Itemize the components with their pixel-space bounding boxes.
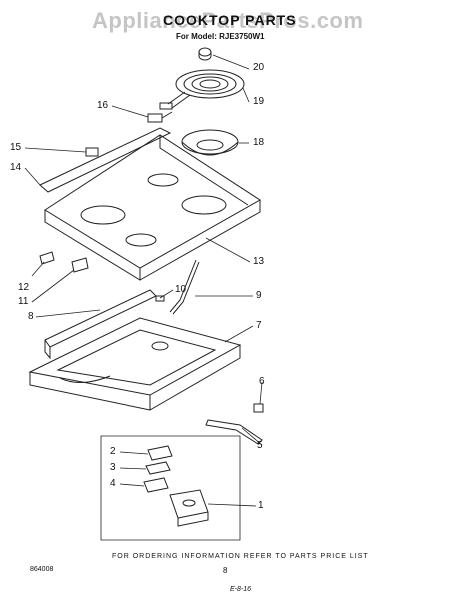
- part-18-drawing: [182, 130, 238, 155]
- part-1-drawing: [170, 490, 208, 526]
- page-number: 8: [223, 566, 228, 575]
- switch-inset-box: [101, 436, 240, 540]
- callout-3: 3: [110, 462, 116, 473]
- part-11-drawing: [72, 258, 88, 272]
- callout-19: 19: [253, 96, 265, 107]
- callout-4: 4: [110, 478, 116, 489]
- part-15-drawing: [86, 148, 98, 156]
- part-5-drawing: [206, 420, 262, 444]
- part-9-drawing: [170, 260, 199, 314]
- callout-1: 1: [258, 500, 264, 511]
- callout-7: 7: [256, 320, 262, 331]
- callout-2: 2: [110, 446, 116, 457]
- leader-lines: [25, 55, 262, 506]
- callout-15: 15: [10, 142, 22, 153]
- callout-9: 9: [256, 290, 262, 301]
- part-6-drawing: [254, 404, 263, 412]
- part-3-drawing: [146, 462, 170, 474]
- part-20-drawing: [199, 48, 211, 60]
- ordering-note: FOR ORDERING INFORMATION REFER TO PARTS …: [112, 553, 369, 560]
- part-19-drawing: [160, 70, 244, 109]
- part-7-drawing: [30, 318, 240, 410]
- part-10-drawing: [156, 296, 164, 301]
- part-4-drawing: [144, 478, 168, 492]
- callout-11: 11: [18, 296, 29, 307]
- callout-18: 18: [253, 137, 265, 148]
- handwritten-note: E-8-16: [230, 586, 252, 593]
- callout-12: 12: [18, 282, 30, 293]
- part-12-drawing: [40, 252, 54, 264]
- callout-14: 14: [10, 162, 22, 173]
- callout-6: 6: [259, 376, 265, 387]
- watermark: AppliancePartsPros.com: [92, 8, 364, 33]
- callout-8: 8: [28, 311, 34, 322]
- callout-5: 5: [257, 440, 263, 451]
- part-13-drawing: [45, 135, 260, 280]
- part-8-drawing: [45, 290, 156, 358]
- part-2-drawing: [148, 446, 172, 460]
- callout-20: 20: [253, 62, 265, 73]
- document-code: 864008: [30, 566, 54, 573]
- callout-13: 13: [253, 256, 265, 267]
- callout-10: 10: [175, 284, 187, 295]
- callout-16: 16: [97, 100, 109, 111]
- part-16-drawing: [148, 112, 172, 122]
- diagram-title: COOKTOP PARTS: [163, 12, 297, 28]
- part-14-drawing: [40, 128, 170, 192]
- model-label: For Model: RJE3750W1: [176, 32, 265, 41]
